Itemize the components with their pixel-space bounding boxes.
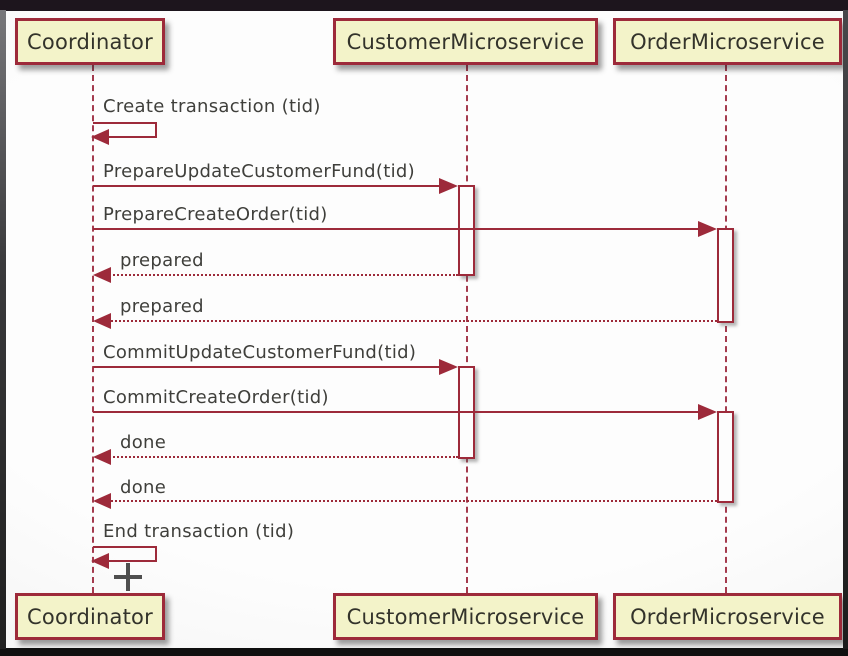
message-arrow bbox=[93, 185, 446, 187]
message-label: done bbox=[120, 477, 167, 498]
message-label: Create transaction (tid) bbox=[103, 96, 321, 117]
return-arrow bbox=[106, 320, 717, 322]
return-arrow bbox=[106, 500, 717, 502]
participant-label: CustomerMicroservice bbox=[346, 29, 585, 54]
self-message-arrow bbox=[93, 122, 157, 138]
frame-edge-bottom bbox=[0, 648, 848, 656]
arrowhead-icon bbox=[439, 178, 458, 194]
message-arrow bbox=[93, 366, 446, 368]
participant-order-microservice-bottom: OrderMicroservice bbox=[613, 593, 842, 640]
message-label: done bbox=[120, 432, 167, 453]
participant-coordinator-bottom: Coordinator bbox=[15, 593, 165, 640]
participant-label: Coordinator bbox=[27, 29, 153, 54]
participant-label: CustomerMicroservice bbox=[346, 604, 585, 629]
frame-edge-right bbox=[843, 10, 848, 649]
participant-customer-microservice-top: CustomerMicroservice bbox=[333, 18, 598, 65]
arrowhead-icon bbox=[93, 313, 111, 329]
self-message-arrow bbox=[93, 546, 157, 562]
arrowhead-icon bbox=[439, 359, 458, 375]
activation-bar-order-commit bbox=[717, 411, 734, 503]
message-label: prepared bbox=[120, 250, 204, 271]
message-label: prepared bbox=[120, 296, 204, 317]
arrowhead-icon bbox=[91, 553, 109, 569]
message-label: CommitCreateOrder(tid) bbox=[103, 387, 329, 408]
message-label: PrepareCreateOrder(tid) bbox=[103, 204, 328, 225]
return-arrow bbox=[106, 274, 458, 276]
arrowhead-icon bbox=[93, 449, 111, 465]
lifeline-order-microservice bbox=[725, 65, 727, 593]
message-arrow bbox=[93, 228, 705, 230]
participant-customer-microservice-bottom: CustomerMicroservice bbox=[333, 593, 598, 640]
arrowhead-icon bbox=[93, 493, 111, 509]
participant-label: Coordinator bbox=[27, 604, 153, 629]
frame-edge-left bbox=[0, 10, 6, 649]
message-label: PrepareUpdateCustomerFund(tid) bbox=[103, 161, 415, 182]
arrowhead-icon bbox=[93, 267, 111, 283]
arrowhead-icon bbox=[91, 129, 109, 145]
lifeline-customer-microservice bbox=[466, 65, 468, 593]
message-arrow bbox=[93, 411, 705, 413]
arrowhead-icon bbox=[698, 221, 717, 237]
activation-bar-order-prepare bbox=[717, 228, 734, 323]
lifeline-coordinator bbox=[92, 65, 94, 593]
activation-bar-customer-prepare bbox=[458, 185, 475, 276]
message-label: CommitUpdateCustomerFund(tid) bbox=[103, 342, 417, 363]
participant-order-microservice-top: OrderMicroservice bbox=[613, 18, 842, 65]
message-label: End transaction (tid) bbox=[103, 521, 295, 542]
return-arrow bbox=[106, 456, 458, 458]
participant-label: OrderMicroservice bbox=[630, 604, 825, 629]
participant-coordinator-top: Coordinator bbox=[15, 18, 165, 65]
cursor-cross-icon bbox=[114, 563, 142, 591]
participant-label: OrderMicroservice bbox=[630, 29, 825, 54]
frame-edge-top bbox=[0, 0, 848, 11]
arrowhead-icon bbox=[698, 404, 717, 420]
